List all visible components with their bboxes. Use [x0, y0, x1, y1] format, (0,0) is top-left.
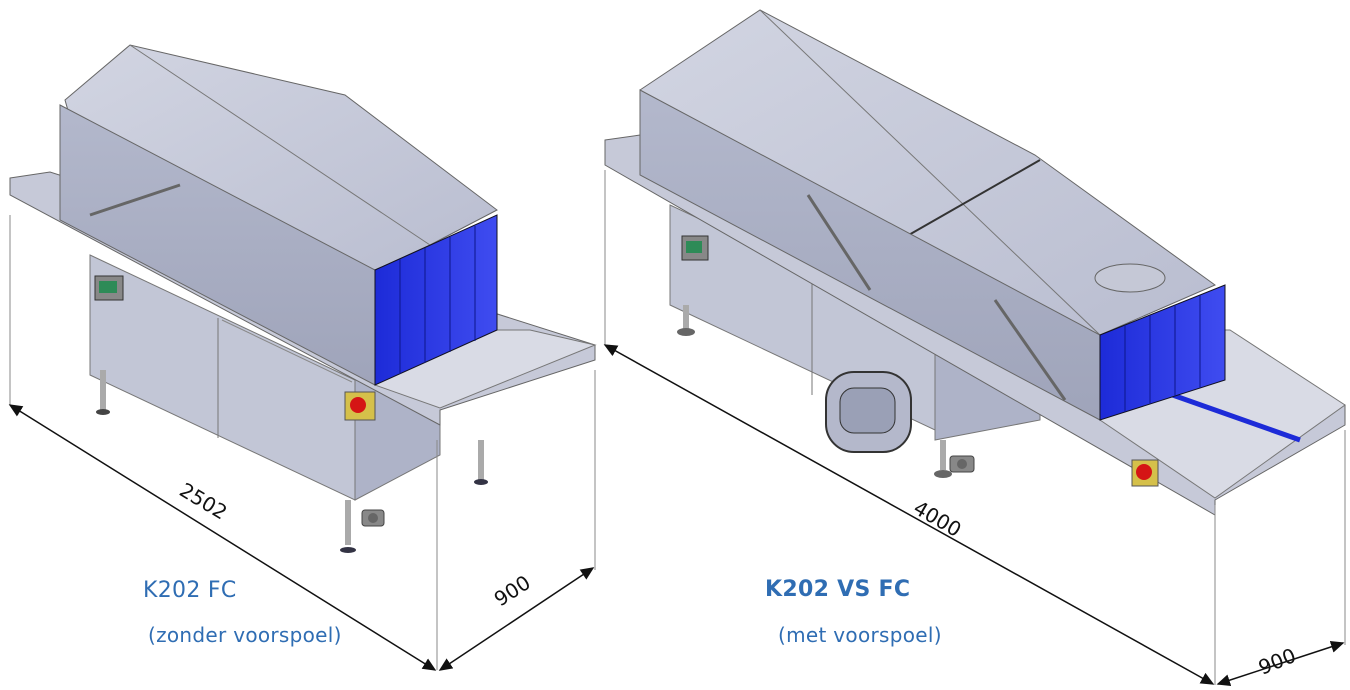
machine-k202-fc [9, 44, 597, 553]
control-panel-icon [681, 235, 709, 261]
model-subtitle-k202-fc: (zonder voorspoel) [148, 623, 342, 647]
leg [100, 370, 106, 410]
machine-k202-vs-fc [604, 9, 1346, 516]
dimension-width-right: 900 [1255, 643, 1299, 680]
control-panel-icon [94, 275, 124, 301]
model-title-k202-fc: K202 FC [143, 578, 237, 603]
model-subtitle-k202-vs-fc: (met voorspoel) [778, 623, 942, 647]
dimension-length-right: 4000 [910, 496, 966, 542]
blue-curtains [374, 214, 498, 386]
emergency-stop-icon [344, 391, 376, 421]
drain-valve-icon [949, 455, 975, 473]
inspection-door-icon [825, 371, 912, 453]
dimension-length-left: 2502 [175, 478, 231, 525]
leg [478, 440, 484, 480]
dimension-width-left: 900 [490, 570, 535, 611]
emergency-stop-icon [1131, 459, 1159, 487]
drain-valve-icon [361, 509, 385, 527]
leg [345, 500, 351, 545]
model-title-k202-vs-fc: K202 VS FC [765, 577, 911, 602]
